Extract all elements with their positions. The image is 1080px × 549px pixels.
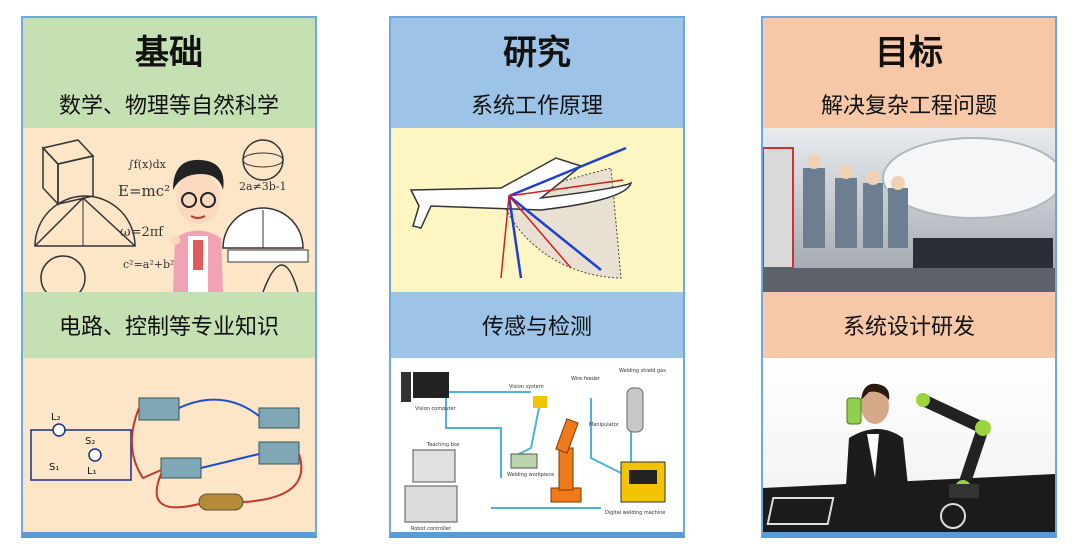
- column-subtitle-bottom: 系统设计研发: [763, 292, 1055, 358]
- label-robot-controller: Robot controller: [411, 526, 452, 532]
- circuit-label-s2: S₂: [85, 436, 95, 447]
- column-research: 研究 系统工作原理 传感与检测: [389, 16, 685, 538]
- label-workpiece: Welding workpiece: [507, 472, 554, 478]
- column-title: 目标: [763, 18, 1055, 80]
- circuit-diagram-illustration: L₂ S₂ S₁ L₁: [23, 358, 315, 532]
- column-goal: 目标 解决复杂工程问题: [761, 16, 1057, 538]
- formula-omega: ω=2πf: [120, 225, 164, 240]
- column-title: 研究: [391, 18, 683, 80]
- column-subtitle-bottom: 传感与检测: [391, 292, 683, 358]
- column-subtitle-bottom: 电路、控制等专业知识: [23, 292, 315, 358]
- circuit-label-s1: S₁: [49, 462, 59, 473]
- formula-pythagoras: c²=a²+b²: [123, 258, 174, 271]
- robot-welding-system-diagram: Vision computer Vision system Wire feede…: [391, 358, 683, 532]
- label-vision-computer: Vision computer: [415, 406, 457, 412]
- formula-energy: E=mc²: [118, 182, 170, 200]
- column-foundation: 基础 数学、物理等自然科学: [21, 16, 317, 538]
- label-welding-machine: Digital welding machine: [605, 510, 665, 516]
- circuit-label-l2: L₂: [51, 412, 61, 423]
- label-teaching-box: Teaching box: [426, 442, 460, 448]
- column-subtitle-top: 系统工作原理: [391, 80, 683, 128]
- label-vision-system: Vision system: [509, 384, 544, 390]
- svg-text:∫f(x)dx: ∫f(x)dx: [128, 158, 167, 171]
- aircraft-assembly-photo: [763, 128, 1055, 292]
- formula-inequality: 2a≠3b-1: [239, 180, 287, 193]
- column-subtitle-top: 数学、物理等自然科学: [23, 80, 315, 128]
- column-subtitle-top: 解决复杂工程问题: [763, 80, 1055, 128]
- label-manipulator: Manipulator: [589, 422, 620, 428]
- aircraft-coordinate-diagram: [391, 128, 683, 292]
- label-wire-feeder: Wire feeder: [571, 376, 601, 382]
- circuit-label-l1: L₁: [87, 466, 97, 477]
- robotic-arm-demo-photo: [763, 358, 1055, 532]
- label-shield-gas: Welding shield gas: [619, 368, 666, 374]
- column-title: 基础: [23, 18, 315, 80]
- math-formulas-illustration: ∫f(x)dx E=mc² ω=2πf c²=a²+b² 2a≠3b-1: [23, 128, 315, 292]
